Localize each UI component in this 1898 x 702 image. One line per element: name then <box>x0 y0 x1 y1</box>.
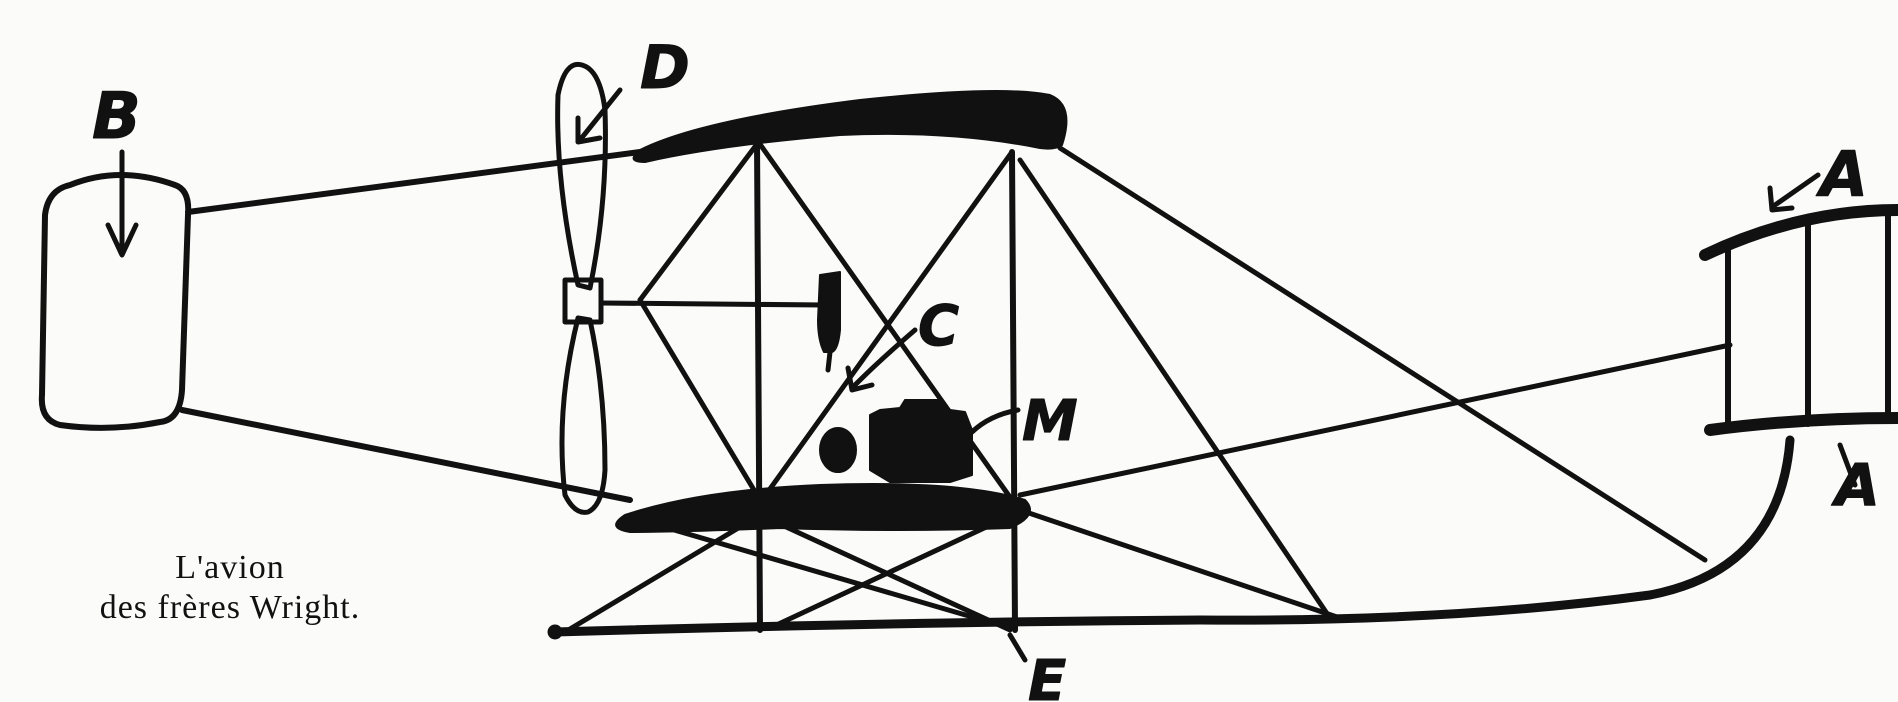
arrow-a-top-head <box>1767 185 1795 213</box>
brace-b <box>759 149 1015 503</box>
strut-2 <box>1009 149 1018 633</box>
label-c: C <box>918 294 959 359</box>
propeller-d <box>555 61 608 515</box>
engine-m <box>869 399 973 483</box>
brace-long-1 <box>1057 145 1708 563</box>
label-e: E <box>1028 649 1066 702</box>
arrow-c-head <box>845 365 875 393</box>
label-b: B <box>92 80 141 154</box>
arrow-c <box>852 327 918 388</box>
brace-low-1 <box>562 512 763 635</box>
label-a-bottom: A <box>1831 451 1880 519</box>
seat-leg <box>825 349 833 373</box>
arrow-m <box>969 407 1021 435</box>
skid-runner-e <box>550 435 1795 637</box>
engine-flywheel <box>819 427 857 473</box>
brace-long-3 <box>1017 342 1733 498</box>
brace-low-4 <box>637 517 1013 631</box>
brace-c <box>637 137 763 303</box>
arrow-a-bottom <box>1837 442 1858 488</box>
leader-arrows <box>105 87 1858 663</box>
label-m: M <box>1022 389 1078 454</box>
brace-d <box>637 297 763 503</box>
label-d: D <box>640 33 690 103</box>
front-elevator-bottom <box>1704 412 1898 436</box>
arrow-e <box>1007 632 1028 663</box>
arrow-d-head <box>575 115 603 145</box>
brace-long-4 <box>1017 507 1343 621</box>
skid-tip <box>547 624 563 640</box>
lower-tail-boom <box>179 407 633 503</box>
arrow-a-top <box>1772 172 1821 208</box>
upper-wing <box>632 90 1068 163</box>
upper-tail-boom <box>185 149 643 215</box>
arrow-b-head <box>105 222 139 258</box>
rear-rudder-b <box>38 172 192 431</box>
brace-long-2 <box>1017 157 1333 621</box>
lower-wing <box>615 483 1031 533</box>
caption-line-1: L'avion <box>175 549 285 586</box>
brace-low-3 <box>767 512 1015 631</box>
arrow-d <box>577 87 623 143</box>
strut-1 <box>754 137 763 633</box>
label-a-top: A <box>1815 138 1868 211</box>
figure-caption: L'avion des frères Wright. <box>0 548 460 628</box>
front-elevator-top <box>1699 204 1898 261</box>
caption-line-2: des frères Wright. <box>99 589 361 626</box>
pilot-seat <box>817 271 841 353</box>
drive-shaft <box>598 300 828 308</box>
